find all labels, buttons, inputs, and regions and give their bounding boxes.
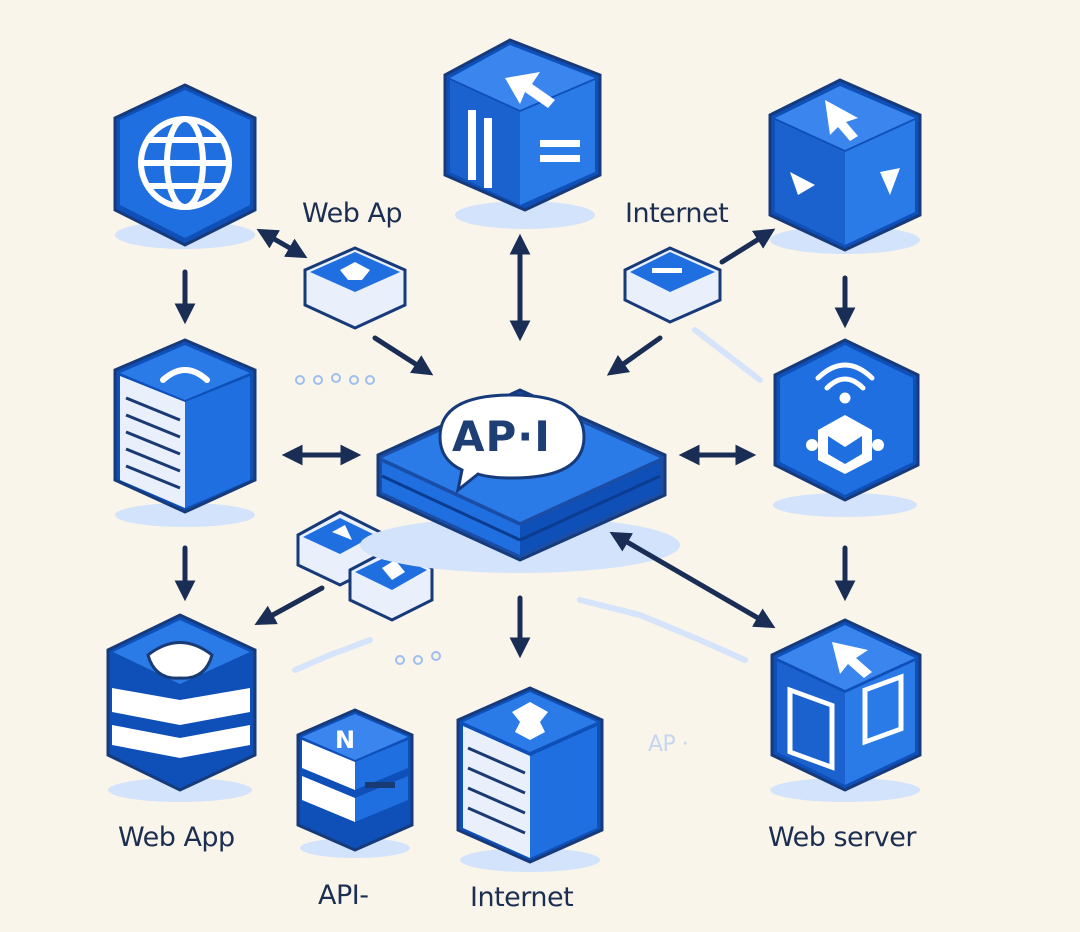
mask-icon (146, 641, 214, 680)
robot-icon (806, 415, 884, 474)
connector-arrows (174, 228, 856, 659)
arrow-internet-to-cube (719, 228, 776, 265)
equals-icon (540, 140, 580, 162)
left-panel-icon (787, 686, 835, 771)
rack-shelves (125, 396, 181, 490)
label-web-app: Web App (118, 822, 235, 853)
server-rack-node (113, 338, 257, 527)
stripe-marks (468, 110, 492, 188)
globe-icon (138, 116, 232, 210)
small-api-server-node: N (296, 708, 414, 858)
wireless-device-node (773, 338, 920, 517)
chip-internet (623, 246, 722, 324)
rack-shelves-2 (467, 746, 526, 835)
api-hub-label: AP·I (452, 412, 551, 461)
chevron-right-mark (880, 168, 900, 195)
wifi-icon (815, 362, 875, 404)
label-web-ap: Web Ap (302, 198, 403, 229)
api-hub (360, 388, 680, 573)
label-api-faint: AP · (648, 732, 689, 757)
web-server-node (770, 618, 922, 802)
stack-layers (112, 688, 250, 758)
arrow-webap-to-globe (256, 228, 308, 259)
faint-dots (295, 373, 441, 665)
arrow-chippair-to-stack (254, 585, 325, 626)
cursor-block-node (443, 38, 602, 229)
arrow-chip-to-api (372, 335, 434, 376)
arrow-api-webserver (609, 531, 776, 629)
label-internet-bottom: Internet (470, 882, 574, 913)
phone-arc-icon (160, 367, 210, 383)
cursor-icon (825, 100, 858, 141)
right-panel-icon (862, 673, 904, 746)
internet-server-node (456, 686, 604, 872)
label-web-server: Web server (768, 822, 916, 853)
arrow-chip-internet-to-api (606, 335, 663, 376)
chevron-left-mark (790, 172, 815, 195)
speech-bubble-icon (438, 393, 586, 494)
arrow-icon (505, 72, 555, 108)
label-api-bottom: API- (318, 880, 369, 911)
chip-web-ap (303, 246, 407, 330)
web-app-stack-node (106, 613, 257, 802)
pointer-icon (832, 642, 872, 678)
network-icon (512, 702, 548, 740)
label-internet-top: Internet (625, 198, 729, 229)
globe-web-node (113, 83, 257, 249)
n-logo-mark: N (335, 726, 355, 754)
cursor-cube-node (768, 78, 922, 254)
